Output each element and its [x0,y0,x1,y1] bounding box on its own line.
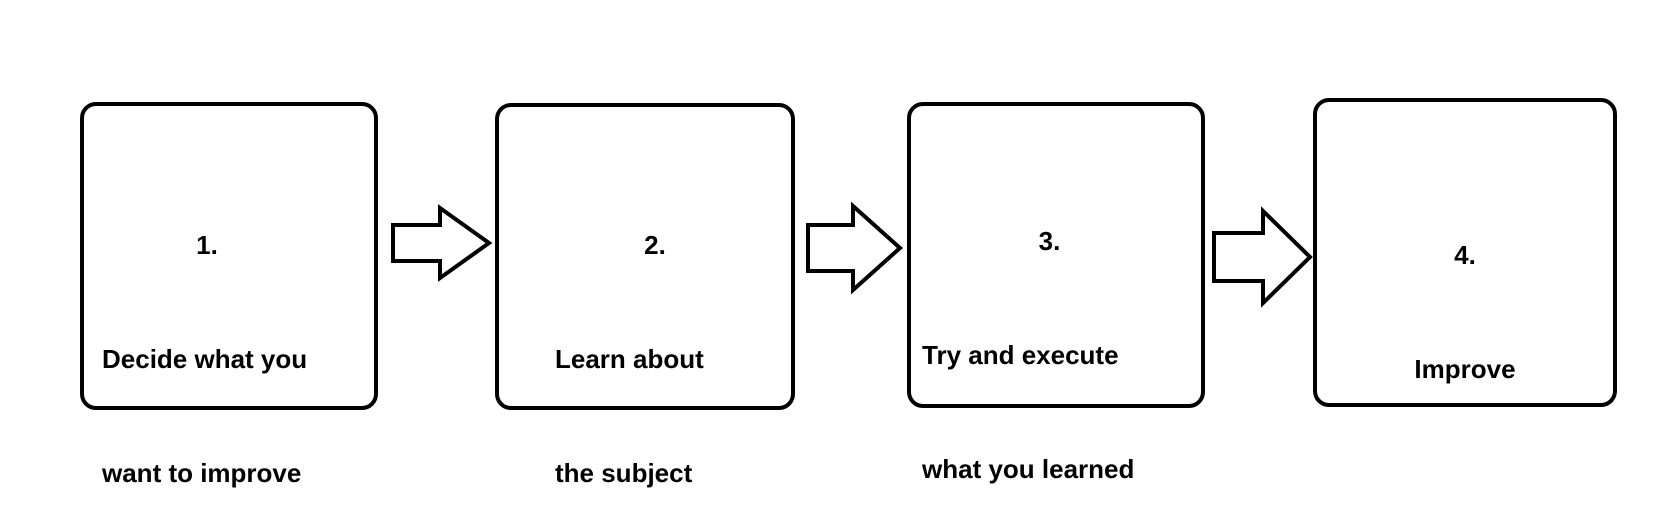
step-1-line-2: want to improve [102,458,302,488]
step-4-line-1: Improve [1414,354,1516,384]
step-box-3 [907,102,1205,408]
step-2-line-2: the subject [555,458,693,488]
step-4-number: 4. [1454,240,1476,270]
step-box-4 [1313,98,1617,407]
step-3-line-1: Try and execute [922,340,1119,370]
step-3-text: 3. Try and execute what you learned [922,146,1192,526]
step-2-text: 2. Learn about the subject [555,150,775,530]
step-box-2 [495,103,795,410]
arrow-right-icon [1212,206,1313,308]
step-4-text: 4. Improve [1313,160,1617,426]
arrow-right-icon [391,204,493,282]
step-2-line-1: Learn about [555,344,704,374]
step-1-text: 1. Decide what you want to improve [102,150,352,530]
step-3-number: 3. [1038,226,1061,256]
arrow-right-icon [806,201,904,295]
step-1-line-1: Decide what you [102,344,308,374]
step-box-1 [80,102,378,410]
step-3-line-2: what you learned [922,454,1135,484]
step-1-number: 1. [196,230,218,260]
step-2-number: 2. [644,230,666,260]
